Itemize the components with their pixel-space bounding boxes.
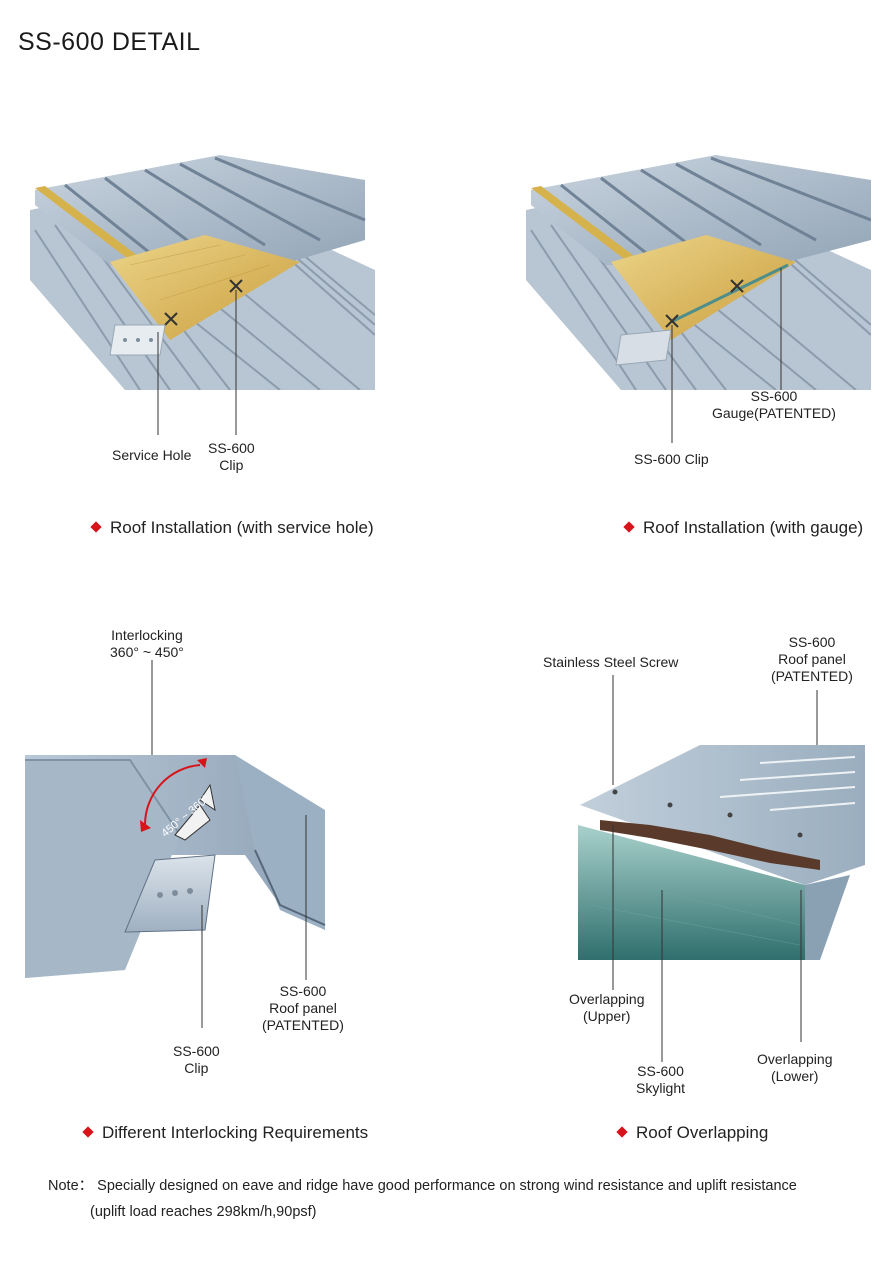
note-line2: (uplift load reaches 298km/h,90psf) xyxy=(90,1204,317,1220)
caption-gauge: Roof Installation (with gauge) xyxy=(623,518,864,538)
skylight-label: SS-600 Skylight xyxy=(636,1063,685,1097)
clip-label: SS-600 Clip xyxy=(173,1043,220,1077)
clip-label-line2: Clip xyxy=(219,457,244,473)
overlapping-illustration xyxy=(578,675,865,990)
caption-service-hole: Roof Installation (with service hole) xyxy=(90,518,374,538)
note: Note： Specially designed on eave and rid… xyxy=(48,1173,797,1225)
caption-text: Roof Installation (with gauge) xyxy=(643,518,864,537)
caption-text: Roof Installation (with service hole) xyxy=(110,518,374,537)
caption-interlocking: Different Interlocking Requirements xyxy=(82,1123,369,1143)
gauge-label-line2: Gauge(PATENTED) xyxy=(712,405,836,421)
clip-label-line1: SS-600 xyxy=(173,1043,220,1059)
roof-panel-label-line2: Roof panel xyxy=(778,651,846,667)
clip-label: SS-600 Clip xyxy=(208,440,255,474)
leader-lines-fig1 xyxy=(157,385,237,435)
skylight-label-line1: SS-600 xyxy=(637,1063,684,1079)
roof-panel-label: SS-600 Roof panel (PATENTED) xyxy=(262,983,344,1034)
overlapping-upper-label: Overlapping (Upper) xyxy=(569,991,645,1025)
interlocking-illustration: 450° ~ 360° xyxy=(25,660,326,980)
roof-service-hole-illustration xyxy=(30,155,375,390)
caption-text: Different Interlocking Requirements xyxy=(102,1123,369,1142)
roof-panel-label-line3: (PATENTED) xyxy=(262,1017,344,1033)
clip-label: SS-600 Clip xyxy=(634,451,709,467)
leader-lines-fig4 xyxy=(661,990,802,1062)
note-line1: Note： Specially designed on eave and rid… xyxy=(48,1178,797,1194)
diamond-bullet-icon xyxy=(90,521,102,533)
overlapping-lower-label: Overlapping (Lower) xyxy=(757,1051,833,1085)
page-title: SS-600 DETAIL xyxy=(18,28,201,56)
gauge-label-line1: SS-600 xyxy=(750,388,798,404)
leader-lines-fig3 xyxy=(201,980,203,1028)
diamond-bullet-icon xyxy=(616,1126,628,1138)
skylight-label-line2: Skylight xyxy=(636,1080,686,1096)
service-hole-label: Service Hole xyxy=(112,447,192,463)
screw-label: Stainless Steel Screw xyxy=(543,654,679,670)
roof-panel-label-line2: Roof panel xyxy=(269,1000,337,1016)
roof-panel-label: SS-600 Roof panel (PATENTED) xyxy=(771,634,853,685)
clip-label-line2: Clip xyxy=(184,1060,209,1076)
overlapping-upper-line2: (Upper) xyxy=(583,1008,631,1024)
clip-label-line1: SS-600 xyxy=(208,440,255,456)
interlocking-label-line2: 360° ~ 450° xyxy=(110,644,184,660)
caption-overlapping: Roof Overlapping xyxy=(616,1123,769,1143)
roof-panel-label-line1: SS-600 xyxy=(279,983,327,999)
roof-gauge-illustration xyxy=(526,155,871,390)
interlocking-label-line1: Interlocking xyxy=(111,627,183,643)
overlapping-upper-line1: Overlapping xyxy=(569,991,645,1007)
gauge-label: SS-600 Gauge(PATENTED) xyxy=(712,388,836,422)
overlapping-lower-line2: (Lower) xyxy=(771,1068,819,1084)
roof-panel-label-line3: (PATENTED) xyxy=(771,668,853,684)
overlapping-lower-line1: Overlapping xyxy=(757,1051,833,1067)
diamond-bullet-icon xyxy=(623,521,635,533)
roof-panel-label-line1: SS-600 xyxy=(788,634,836,650)
interlocking-label: Interlocking 360° ~ 450° xyxy=(110,627,184,661)
leader-lines-fig2 xyxy=(671,385,782,443)
caption-text: Roof Overlapping xyxy=(636,1123,769,1142)
diamond-bullet-icon xyxy=(82,1126,94,1138)
